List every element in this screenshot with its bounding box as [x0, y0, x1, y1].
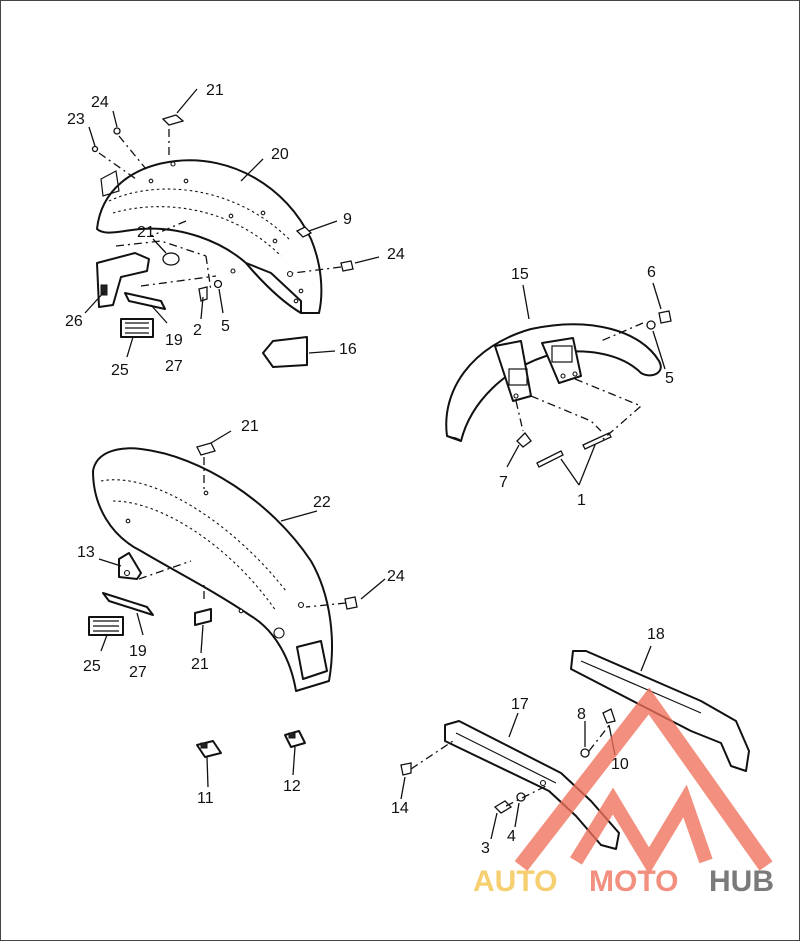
rear-fender-20: [96, 159, 323, 314]
part-26-bracket: [96, 252, 150, 308]
callout-21-mid: 21: [137, 224, 155, 241]
part-24-c: [344, 596, 358, 610]
part-23: [91, 145, 99, 153]
part-1-a: [536, 450, 564, 468]
callout-26: 26: [65, 313, 83, 330]
callout-10: 10: [611, 756, 629, 773]
part-21-a: [161, 114, 185, 126]
callout-27-top: 27: [165, 358, 183, 375]
callout-1: 1: [577, 492, 586, 509]
callout-6: 6: [647, 264, 656, 281]
callout-4: 4: [507, 828, 516, 845]
callout-11: 11: [197, 790, 214, 807]
callout-16: 16: [339, 341, 357, 358]
callout-22: 22: [313, 494, 331, 511]
callout-3: 3: [481, 840, 490, 857]
callout-20: 20: [271, 146, 289, 163]
callout-25-top: 25: [111, 362, 129, 379]
callout-27-lower: 27: [129, 664, 147, 681]
watermark-text-hub: HUB: [709, 865, 774, 898]
part-21-b: [162, 252, 180, 266]
part-8: [580, 748, 590, 758]
callout-7: 7: [499, 474, 508, 491]
part-7: [516, 432, 532, 448]
watermark-triangle-logo: [514, 687, 773, 871]
front-fender-15: [445, 323, 662, 442]
callout-19-lower: 19: [129, 643, 147, 660]
callout-21-top: 21: [206, 82, 224, 99]
callout-18: 18: [647, 626, 665, 643]
callout-12: 12: [283, 778, 301, 795]
callout-8: 8: [577, 706, 586, 723]
callout-2: 2: [193, 322, 202, 339]
part-16-bracket: [262, 336, 308, 368]
callout-13: 13: [77, 544, 95, 561]
watermark-m-logo: [570, 784, 713, 875]
fender-strut-17: [444, 720, 620, 850]
watermark-text-moto: MOTO: [589, 865, 678, 898]
callout-24-lower: 24: [387, 568, 405, 585]
callout-9: 9: [343, 211, 352, 228]
callout-24-top: 24: [91, 94, 109, 111]
part-24-a: [113, 127, 121, 135]
callout-21-bottom: 21: [191, 656, 209, 673]
automotohub-watermark: AUTO MOTO HUB: [473, 687, 774, 898]
callout-17: 17: [511, 696, 529, 713]
part-2: [198, 286, 208, 302]
part-5-b: [646, 320, 656, 330]
part-10: [602, 708, 616, 724]
callout-23: 23: [67, 111, 85, 128]
rear-fender-22: [92, 447, 333, 692]
part-9: [295, 226, 313, 238]
part-19-b: [102, 592, 154, 616]
callout-25-lower: 25: [83, 658, 101, 675]
part-1-b: [582, 432, 612, 450]
callout-19-top: 19: [165, 332, 183, 349]
part-3: [493, 800, 513, 814]
part-6: [658, 310, 672, 324]
callout-21-lower: 21: [241, 418, 259, 435]
callout-5-front: 5: [665, 370, 674, 387]
callout-14: 14: [391, 800, 409, 817]
callout-24-mid: 24: [387, 246, 405, 263]
part-21-d: [194, 608, 212, 626]
part-19-a: [124, 292, 166, 310]
part-14: [400, 762, 412, 776]
callout-15: 15: [511, 266, 529, 283]
part-5-a: [213, 279, 223, 289]
watermark-text-auto: AUTO: [473, 865, 557, 898]
part-21-c: [196, 442, 216, 456]
part-24-b: [340, 260, 354, 272]
callout-5-rear: 5: [221, 318, 230, 335]
part-13-bracket: [118, 552, 142, 580]
